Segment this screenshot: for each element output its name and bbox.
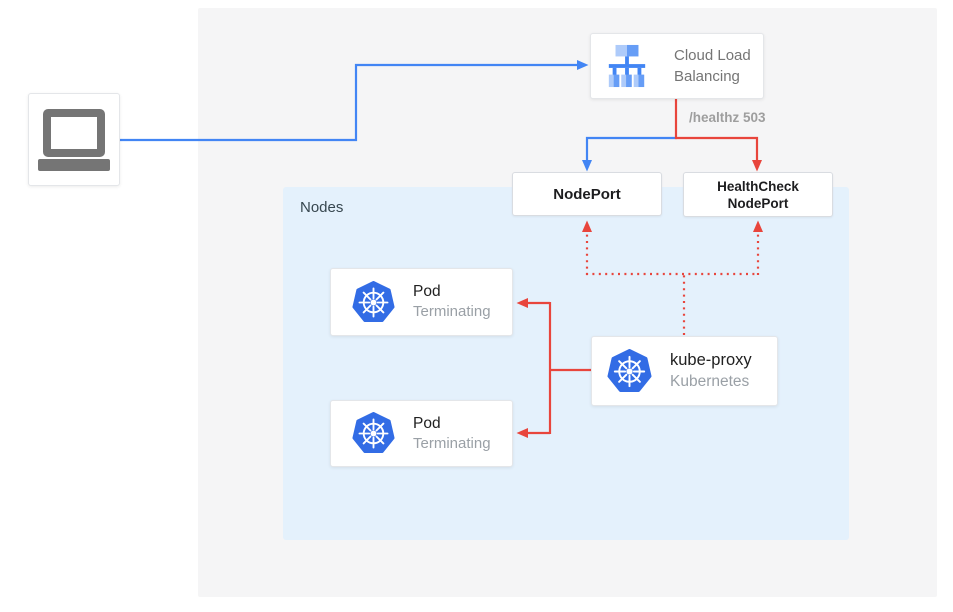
healthz-annotation: /healthz 503 [689,110,766,125]
kube-proxy-title: kube-proxy [670,351,752,369]
nodeport-node: NodePort [512,172,662,216]
client-node [28,93,120,186]
pod-bottom-title: Pod [413,414,441,432]
healthcheck-nodeport-label: HealthCheck NodePort [717,178,799,211]
pod-top-title: Pod [413,283,441,300]
pod-top-node: Pod Terminating [330,268,513,336]
kubernetes-icon [352,412,395,455]
kubernetes-icon [607,348,652,394]
laptop-icon [38,108,110,171]
pod-bottom-status: Terminating [413,434,491,452]
load-balancer-label: Cloud Load Balancing [674,47,751,85]
healthcheck-nodeport-node: HealthCheck NodePort [683,172,833,217]
cloud-load-balancing-icon [602,44,652,88]
kubernetes-icon [352,280,395,324]
pod-top-status: Terminating [413,303,491,320]
kube-proxy-node: kube-proxy Kubernetes [591,336,778,406]
cloud-load-balancing-node: Cloud Load Balancing [590,33,764,99]
nodeport-label: NodePort [553,185,621,203]
nodes-label: Nodes [300,199,344,216]
kube-proxy-subtitle: Kubernetes [670,373,750,390]
pod-bottom-node: Pod Terminating [330,400,513,467]
